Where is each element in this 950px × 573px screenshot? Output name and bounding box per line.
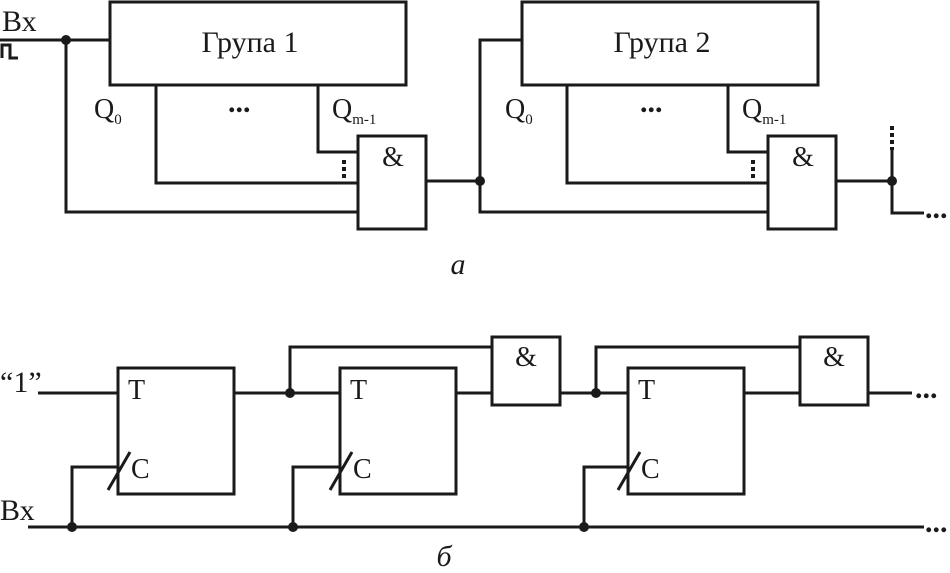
ellipsis-g2: ... xyxy=(640,86,663,119)
t-label-2: T xyxy=(350,375,367,406)
t-label-1: T xyxy=(128,375,145,406)
and-label-2: & xyxy=(792,142,814,173)
t-flipflop-2 xyxy=(338,366,458,496)
c-label-1: C xyxy=(131,454,150,485)
c-label-2: C xyxy=(353,454,372,485)
and-label-1: & xyxy=(382,142,404,173)
t-label-3: T xyxy=(638,375,655,406)
junction-dot xyxy=(67,522,77,532)
and-gate-2 xyxy=(766,134,838,231)
ellipsis-g1: ... xyxy=(228,86,251,119)
t-flipflop-1 xyxy=(116,366,236,496)
group1-box xyxy=(108,0,408,87)
junction-dot xyxy=(579,522,589,532)
q0-label-g2: Q0 xyxy=(505,94,533,128)
one-label: “1” xyxy=(0,366,42,399)
junction-dot xyxy=(288,522,298,532)
t-flipflop-3 xyxy=(626,366,746,496)
qm-label-g1: Qm-1 xyxy=(332,94,376,128)
group1-label: Група 1 xyxy=(202,26,299,59)
c-label-3: C xyxy=(641,454,660,485)
ellipsis-out-a: ... xyxy=(925,192,948,225)
and-label-b1: & xyxy=(515,342,537,373)
input-label-a: Вх xyxy=(2,5,37,38)
q0-label-g1: Q0 xyxy=(94,94,122,128)
and-gate-1 xyxy=(356,134,428,231)
input-label-b: Вх xyxy=(0,494,35,527)
ellipsis-out-b: ... xyxy=(915,372,938,405)
ellipsis-bus: ... xyxy=(925,506,948,539)
diagram-b: “1” Вх ... T C T C & xyxy=(0,335,948,573)
and-gate-b2 xyxy=(798,335,870,407)
and-gate-b1 xyxy=(490,335,562,407)
group2-box xyxy=(520,0,820,87)
caption-a: а xyxy=(451,248,466,281)
diagram-a: Вх Група 1 Q0 ... Qm-1 & Група 2 Q0 ... xyxy=(0,0,948,281)
and-label-b2: & xyxy=(823,342,845,373)
qm-label-g2: Qm-1 xyxy=(742,94,786,128)
pulse-icon xyxy=(0,43,18,60)
group2-label: Група 2 xyxy=(614,26,711,59)
caption-b: б xyxy=(436,540,452,573)
